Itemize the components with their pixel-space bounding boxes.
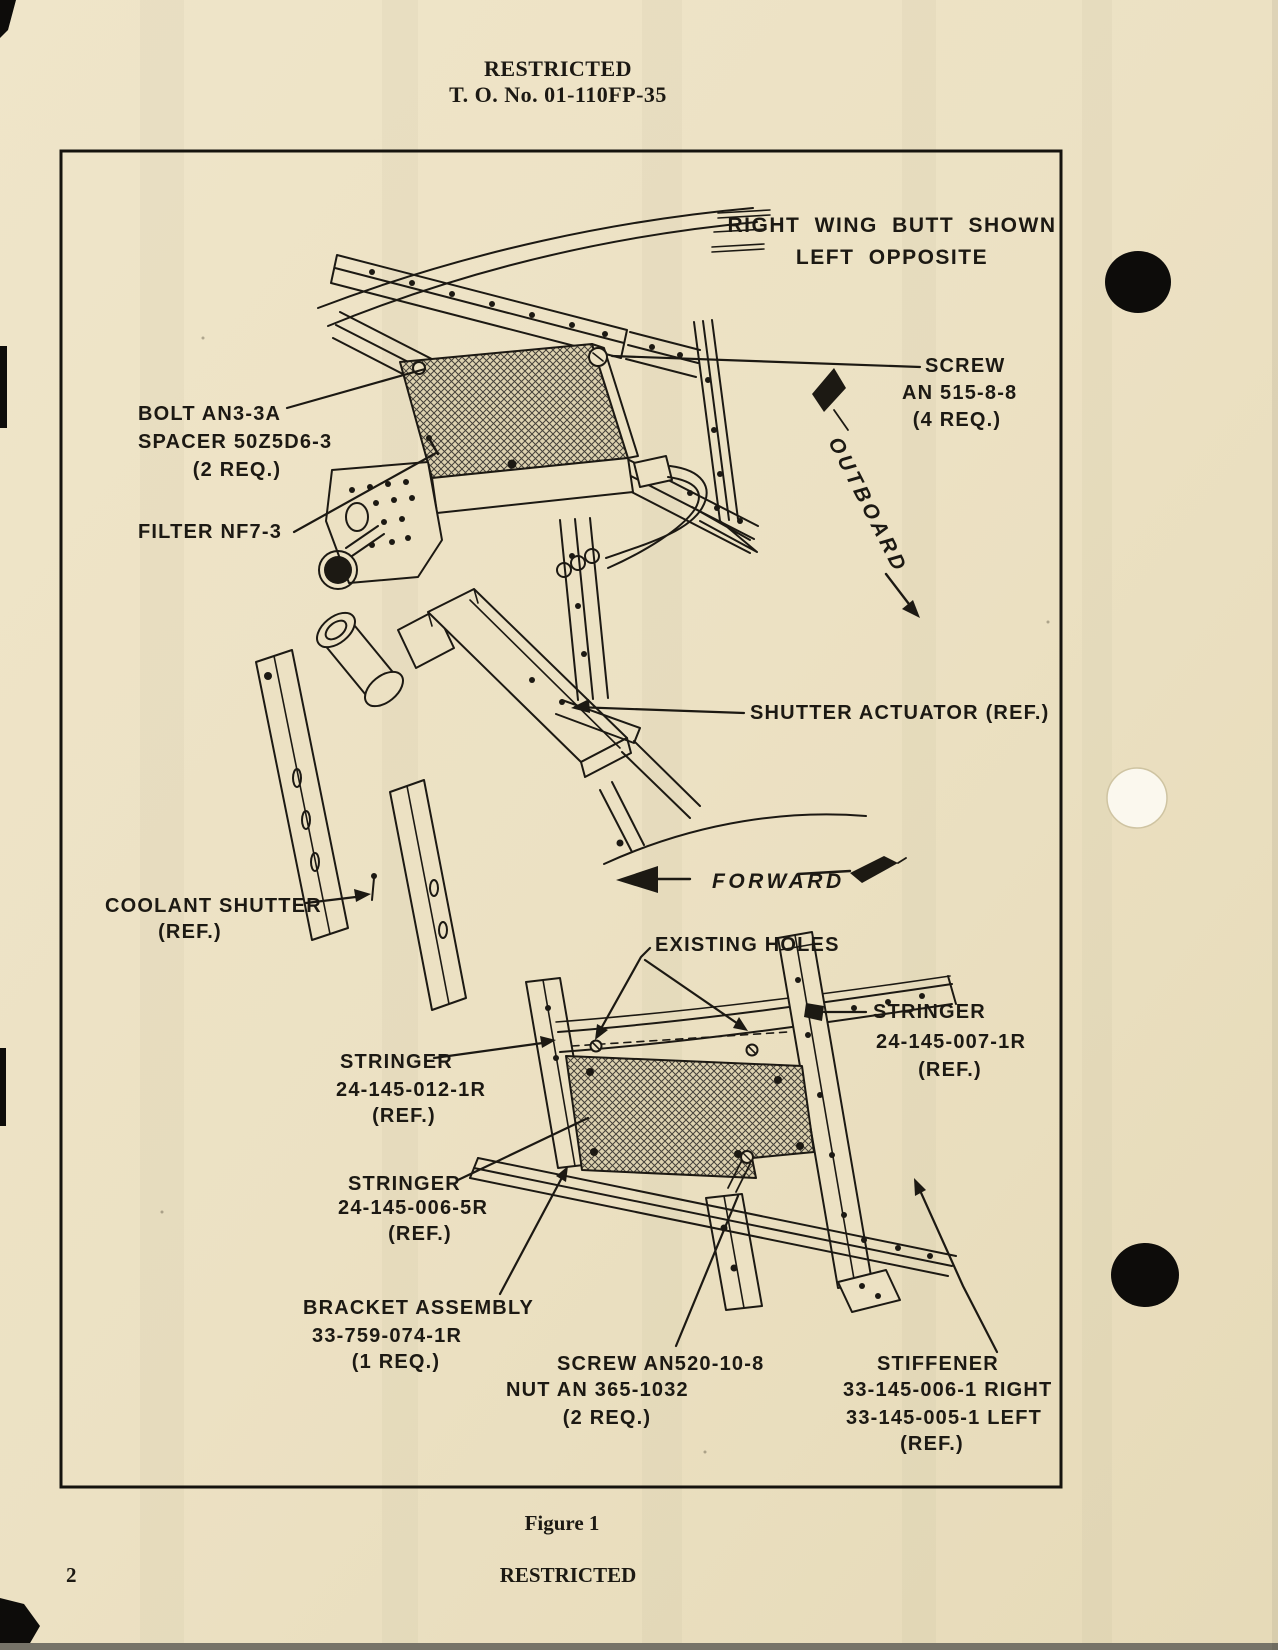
callout-text: BRACKET ASSEMBLY [303,1297,534,1319]
callout-text: (REF.) [918,1059,982,1081]
callout-screw-an515: SCREW AN 515-8-8 (4 REQ.) [902,355,1017,431]
callout-existing-holes: EXISTING HOLES [655,934,840,956]
callout-text: SCREW [925,355,1005,377]
forward-arrow-icon [616,866,658,893]
callout-text: (REF.) [388,1223,452,1245]
callout-text: (1 REQ.) [352,1351,441,1373]
callout-bolt-spacer: BOLT AN3-3A SPACER 50Z5D6-3 (2 REQ.) [138,403,332,481]
callout-stringer-006: STRINGER 24-145-006-5R (REF.) [338,1173,488,1245]
callout-text: (REF.) [158,921,222,943]
callout-text: 33-145-006-1 RIGHT [843,1379,1052,1401]
callout-text: 24-145-006-5R [338,1197,488,1219]
edge-mark-left-1 [0,346,7,428]
callout-screw-nut: SCREW AN520-10-8 NUT AN 365-1032 (2 REQ.… [506,1353,764,1429]
callout-text: (2 REQ.) [193,459,282,481]
binder-dot-top [1105,251,1171,313]
figure-labels: RIGHT WING BUTT SHOWN LEFT OPPOSITE SCRE… [105,214,1057,1455]
scan-right-edge [1272,0,1278,1650]
bracket-install-assembly-drawing [469,931,957,1313]
edge-mark-bottom-left [0,1598,40,1650]
outboard-pen-marker-icon [812,368,846,412]
callout-text: SPACER 50Z5D6-3 [138,431,332,453]
direction-markers [616,368,920,893]
callout-filter: FILTER NF7-3 [138,521,282,543]
callout-text: 24-145-007-1R [876,1031,1026,1053]
wing-butt-assembly-drawing [255,207,867,1011]
callout-text: STIFFENER [877,1353,999,1375]
header-to-number: T. O. No. 01-110FP-35 [449,82,667,107]
callout-text: EXISTING HOLES [655,934,840,956]
callout-text: STRINGER [348,1173,461,1195]
callout-text: 24-145-012-1R [336,1079,486,1101]
callout-text: AN 515-8-8 [902,382,1017,404]
callout-stiffener: STIFFENER 33-145-006-1 RIGHT 33-145-005-… [843,1353,1052,1455]
callout-text: 33-145-005-1 LEFT [846,1407,1042,1429]
callout-text: BOLT AN3-3A [138,403,281,425]
callout-text: STRINGER [873,1001,986,1023]
outboard-arrow-icon [902,600,920,618]
callout-text: 33-759-074-1R [312,1325,462,1347]
page-number: 2 [66,1563,77,1587]
page-header: RESTRICTED T. O. No. 01-110FP-35 [449,56,667,107]
figure-border [59,149,1063,1489]
edge-mark-left-2 [0,1048,6,1126]
callout-bracket-assembly: BRACKET ASSEMBLY 33-759-074-1R (1 REQ.) [303,1297,534,1373]
page-footer: Figure 1 2 RESTRICTED [66,1511,636,1587]
callout-text: SHUTTER ACTUATOR (REF.) [750,702,1049,724]
callout-text: STRINGER [340,1051,453,1073]
footer-classification: RESTRICTED [500,1563,637,1587]
header-classification: RESTRICTED [484,56,632,81]
callout-coolant-shutter: COOLANT SHUTTER (REF.) [105,895,322,943]
leader-arrowheads [354,699,926,1196]
callout-shutter-actuator: SHUTTER ACTUATOR (REF.) [750,702,1049,724]
callout-text: SCREW AN520-10-8 [557,1353,764,1375]
callout-text: (4 REQ.) [913,409,1002,431]
figure-caption: Figure 1 [525,1511,600,1535]
forward-direction-label: FORWARD [712,870,845,893]
orientation-note: RIGHT WING BUTT SHOWN LEFT OPPOSITE [728,214,1057,269]
callout-stringer-007: STRINGER 24-145-007-1R (REF.) [873,1001,1026,1081]
callout-text: (REF.) [900,1433,964,1455]
callout-text: COOLANT SHUTTER [105,895,322,917]
binder-dot-bottom [1111,1243,1179,1307]
note-line1: RIGHT WING BUTT SHOWN [728,214,1057,237]
callout-text: NUT AN 365-1032 [506,1379,689,1401]
callout-text: FILTER NF7-3 [138,521,282,543]
edge-mark-top-left [0,0,16,38]
punched-hole [1106,767,1168,829]
forward-pen-marker-icon [850,856,898,883]
note-line2: LEFT OPPOSITE [796,246,988,269]
actuator-knob [324,556,352,584]
callout-stringer-012: STRINGER 24-145-012-1R (REF.) [336,1051,486,1127]
callout-leader-lines [285,354,999,1354]
callout-text: (REF.) [372,1105,436,1127]
callout-text: (2 REQ.) [563,1407,652,1429]
scan-bottom-strip [0,1643,1278,1650]
